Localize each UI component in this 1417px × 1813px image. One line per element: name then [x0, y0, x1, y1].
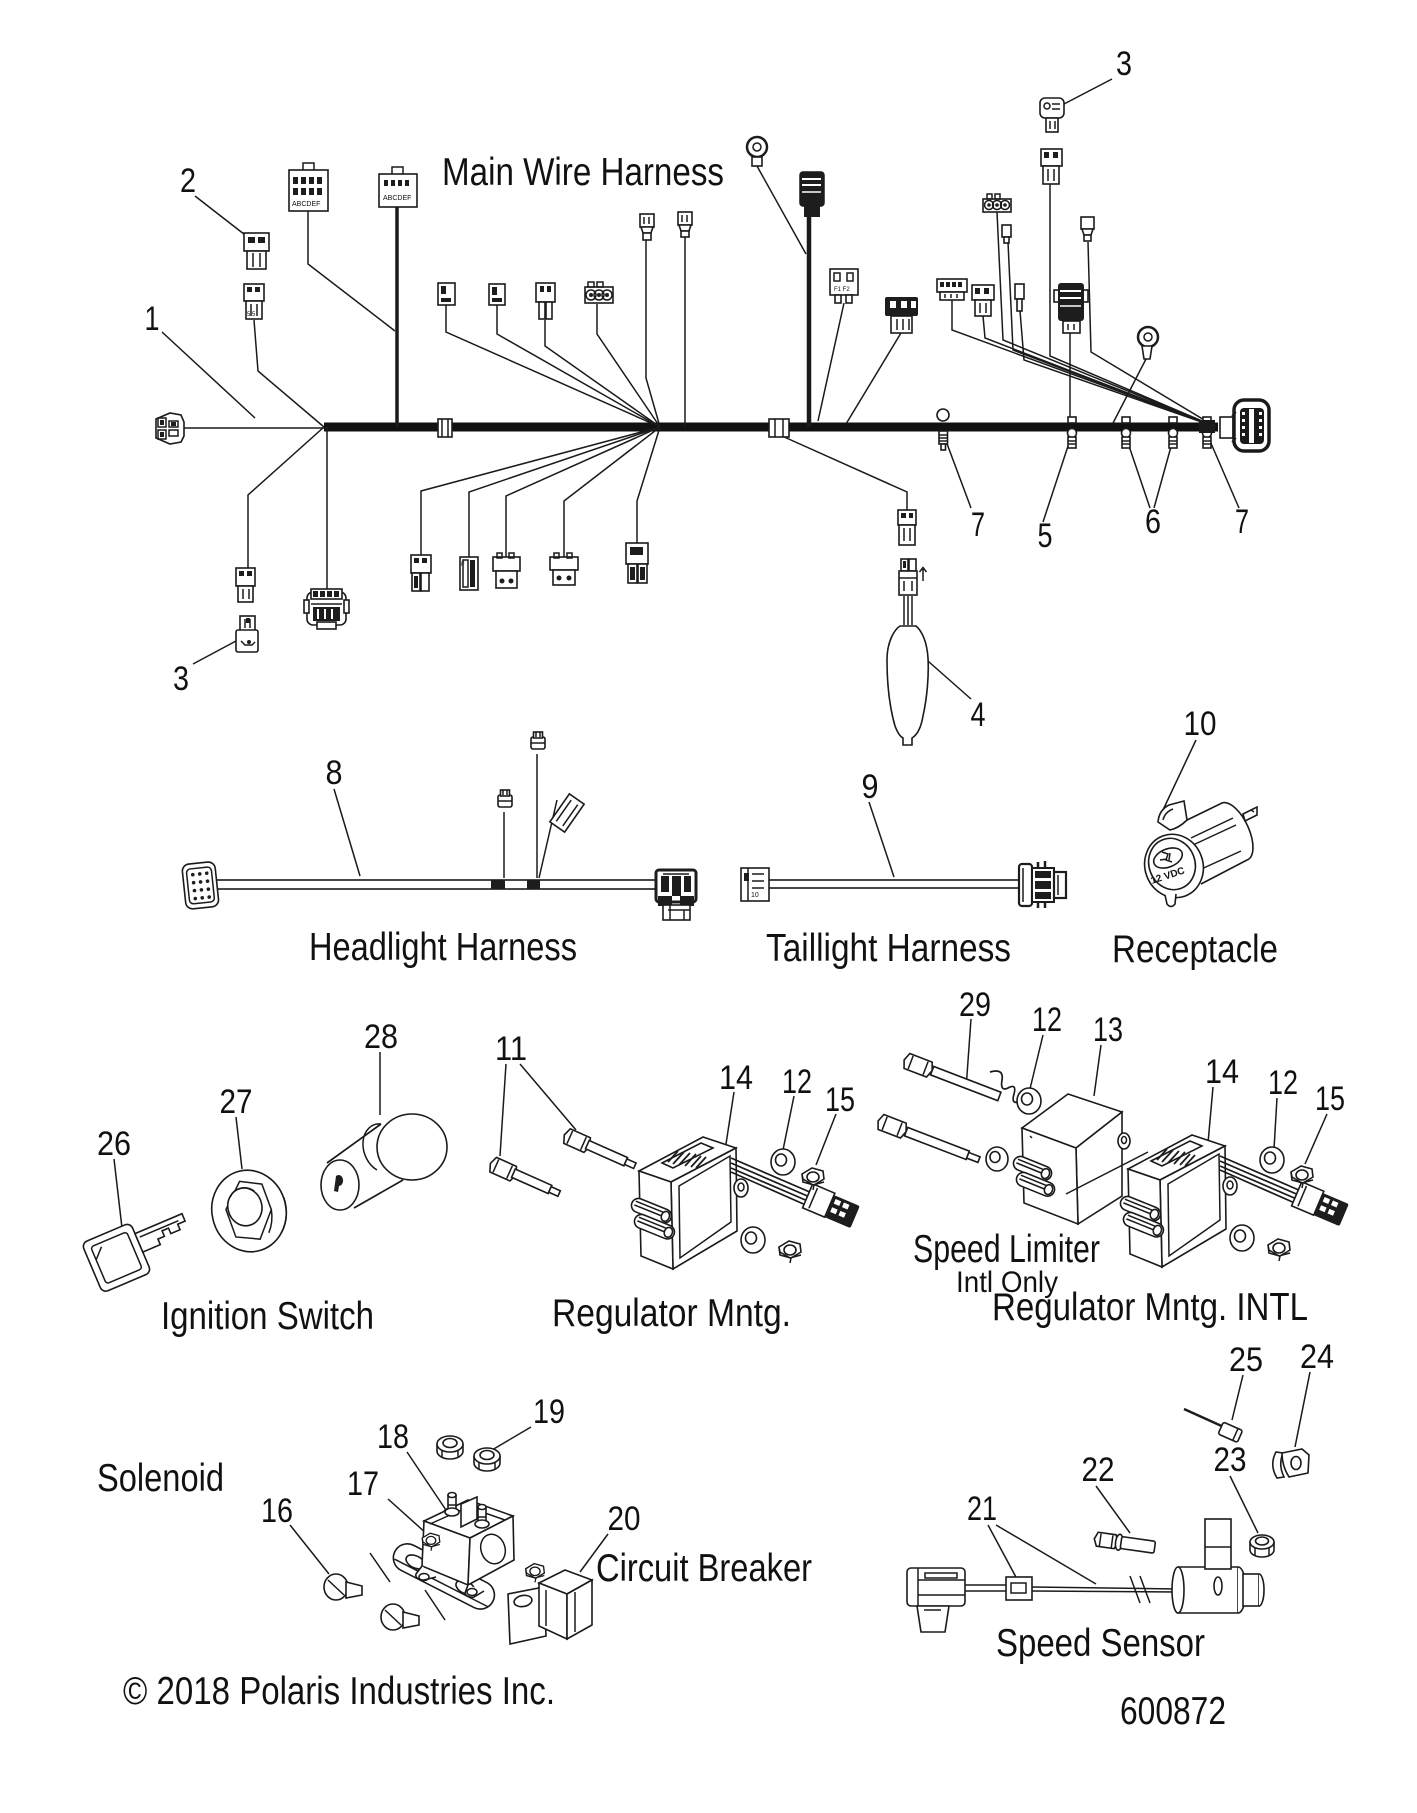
- svg-text:Regulator Mntg. INTL: Regulator Mntg. INTL: [992, 1286, 1308, 1329]
- svg-text:14: 14: [719, 1059, 753, 1097]
- svg-text:21: 21: [967, 1490, 997, 1528]
- svg-text:12: 12: [1032, 1001, 1062, 1039]
- svg-text:11: 11: [495, 1030, 527, 1068]
- svg-text:6: 6: [1145, 503, 1161, 541]
- svg-text:F: F: [461, 562, 465, 568]
- svg-text:Ignition Switch: Ignition Switch: [161, 1295, 374, 1338]
- svg-text:27: 27: [220, 1083, 253, 1121]
- svg-text:9: 9: [862, 768, 879, 806]
- svg-text:15: 15: [825, 1081, 855, 1119]
- svg-text:25: 25: [1229, 1341, 1263, 1379]
- svg-text:29: 29: [959, 986, 991, 1024]
- svg-text:28: 28: [364, 1018, 398, 1056]
- svg-text:Main Wire Harness: Main Wire Harness: [442, 151, 724, 194]
- svg-text:19: 19: [533, 1393, 565, 1431]
- svg-text:Intl Only: Intl Only: [956, 1266, 1058, 1299]
- svg-text:5 5: 5 5: [247, 312, 256, 318]
- svg-text:3: 3: [1116, 45, 1132, 83]
- svg-text:10: 10: [751, 892, 759, 899]
- svg-text:Regulator Mntg.: Regulator Mntg.: [552, 1292, 791, 1335]
- svg-text:Speed Limiter: Speed Limiter: [913, 1228, 1100, 1271]
- svg-text:Solenoid: Solenoid: [97, 1457, 224, 1500]
- svg-text:Headlight Harness: Headlight Harness: [309, 926, 577, 969]
- svg-text:© 2018 Polaris Industries Inc.: © 2018 Polaris Industries Inc.: [123, 1670, 555, 1713]
- svg-text:17: 17: [347, 1465, 379, 1503]
- svg-text:26: 26: [97, 1125, 131, 1163]
- svg-text:8: 8: [326, 754, 343, 792]
- svg-text:22: 22: [1082, 1451, 1115, 1489]
- svg-text:12: 12: [1268, 1064, 1298, 1102]
- svg-text:F1 F2: F1 F2: [834, 287, 850, 293]
- svg-text:4: 4: [971, 696, 986, 734]
- svg-text:15: 15: [1315, 1080, 1345, 1118]
- svg-text:18: 18: [377, 1418, 409, 1456]
- svg-text:600872: 600872: [1120, 1690, 1226, 1733]
- svg-text:Receptacle: Receptacle: [1112, 928, 1278, 971]
- svg-text:7: 7: [1235, 503, 1249, 541]
- svg-text:Circuit Breaker: Circuit Breaker: [596, 1547, 812, 1590]
- svg-text:1: 1: [145, 300, 160, 338]
- svg-text:5: 5: [1038, 517, 1053, 555]
- svg-text:10: 10: [1184, 705, 1217, 743]
- svg-text:Speed Sensor: Speed Sensor: [996, 1622, 1205, 1665]
- svg-text:2: 2: [180, 162, 196, 200]
- svg-text:13: 13: [1093, 1011, 1123, 1049]
- svg-text:ABCDEF: ABCDEF: [383, 195, 411, 202]
- svg-text:20: 20: [608, 1500, 641, 1538]
- svg-text:7: 7: [971, 506, 985, 544]
- svg-text:ABCDEF: ABCDEF: [292, 201, 320, 208]
- svg-text:12: 12: [782, 1063, 812, 1101]
- svg-text:14: 14: [1205, 1053, 1239, 1091]
- svg-text:Taillight Harness: Taillight Harness: [766, 927, 1011, 970]
- svg-text:24: 24: [1300, 1338, 1334, 1376]
- svg-text:16: 16: [261, 1492, 293, 1530]
- svg-text:3: 3: [173, 660, 189, 698]
- svg-text:23: 23: [1214, 1441, 1247, 1479]
